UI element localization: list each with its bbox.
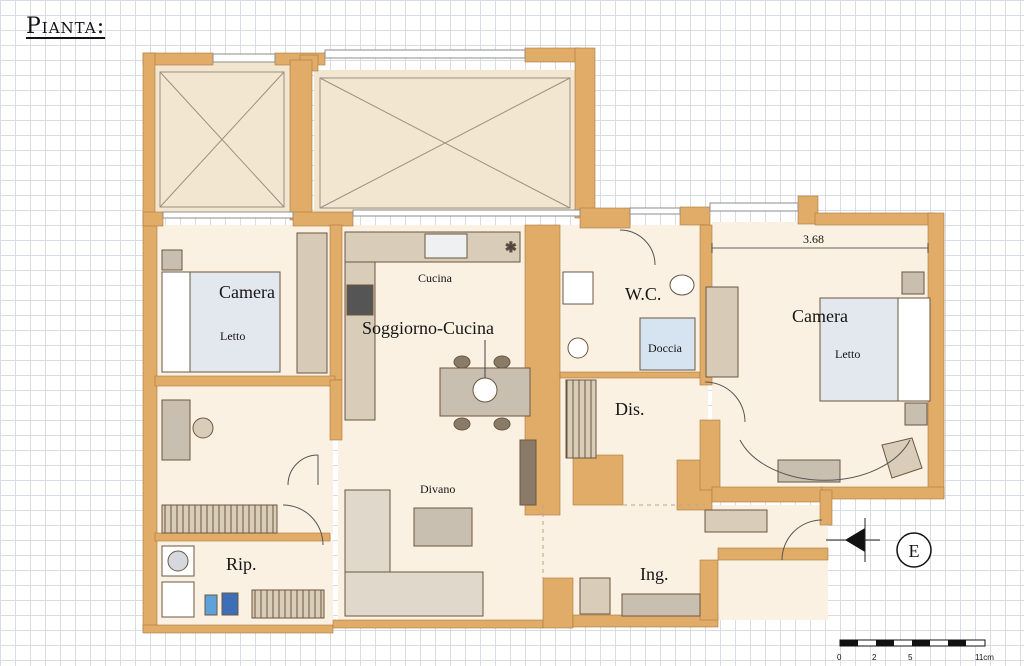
scale-tick-1: 2 xyxy=(872,653,877,662)
scale-bar: 0 2 5 11cm xyxy=(837,639,994,662)
furniture-soggiorno: ✱ xyxy=(344,231,537,617)
furniture-rip xyxy=(161,545,325,619)
label-ing: Ing. xyxy=(640,564,669,584)
entrance-marker-label: E xyxy=(909,541,920,561)
furniture-studio xyxy=(161,399,324,546)
svg-text:✱: ✱ xyxy=(505,240,517,256)
label-letto-left: Letto xyxy=(220,329,245,343)
label-dis: Dis. xyxy=(615,399,645,419)
entrance-arrow-icon xyxy=(845,528,865,552)
shelf-unit xyxy=(161,504,278,534)
toilet xyxy=(669,274,695,296)
dimension-label: 3.68 xyxy=(803,232,824,246)
label-doccia: Doccia xyxy=(648,341,683,355)
wardrobe-dis xyxy=(565,379,597,459)
coffee-table xyxy=(413,507,473,547)
nightstand-right-2 xyxy=(904,402,928,426)
washbasin xyxy=(562,271,594,305)
shoe-rack xyxy=(704,509,768,533)
page-title: Pianta: xyxy=(26,14,106,39)
terrace-right xyxy=(314,70,576,214)
entrance-marker xyxy=(896,532,932,568)
desk xyxy=(161,399,191,461)
label-letto-right: Letto xyxy=(835,347,860,361)
scale-tick-0: 0 xyxy=(837,653,842,662)
chair xyxy=(192,417,214,439)
label-cucina: Cucina xyxy=(418,271,453,285)
furniture-camera-right xyxy=(705,243,931,483)
windows xyxy=(162,49,799,219)
furniture-wc xyxy=(562,229,696,371)
hob xyxy=(346,284,374,316)
dryer xyxy=(161,581,195,618)
bidet xyxy=(567,337,589,359)
armchair xyxy=(881,437,923,479)
furniture-camera-left xyxy=(161,232,328,374)
sofa-chaise xyxy=(344,571,484,617)
storage-shelf xyxy=(251,589,325,619)
label-camera-right: Camera xyxy=(792,306,848,326)
nightstand-right xyxy=(901,271,925,295)
label-soggiorno: Soggiorno-Cucina xyxy=(362,318,494,338)
scale-tick-2: 5 xyxy=(908,653,913,662)
sink xyxy=(424,233,468,259)
label-divano: Divano xyxy=(420,482,455,496)
nightstand xyxy=(161,249,183,271)
furniture-ingresso xyxy=(579,509,823,617)
entrance: E xyxy=(826,518,932,568)
scale-tick-3: 11cm xyxy=(975,653,994,662)
label-camera-left: Camera xyxy=(219,282,275,302)
room-labels: Camera Letto Cucina Soggiorno-Cucina Div… xyxy=(219,232,860,584)
label-rip: Rip. xyxy=(226,554,257,574)
wardrobe-right xyxy=(705,286,739,378)
label-wc: W.C. xyxy=(625,284,661,304)
desk-right xyxy=(777,459,841,483)
dashed-boundaries xyxy=(542,504,705,578)
shower-tray xyxy=(639,317,696,371)
walls xyxy=(142,47,945,634)
umbrella-stand xyxy=(579,577,611,615)
console xyxy=(621,593,701,617)
wardrobe-left xyxy=(296,232,328,374)
terrace-markings xyxy=(159,71,571,209)
tv-unit xyxy=(519,439,537,506)
furniture-dis xyxy=(565,379,746,459)
